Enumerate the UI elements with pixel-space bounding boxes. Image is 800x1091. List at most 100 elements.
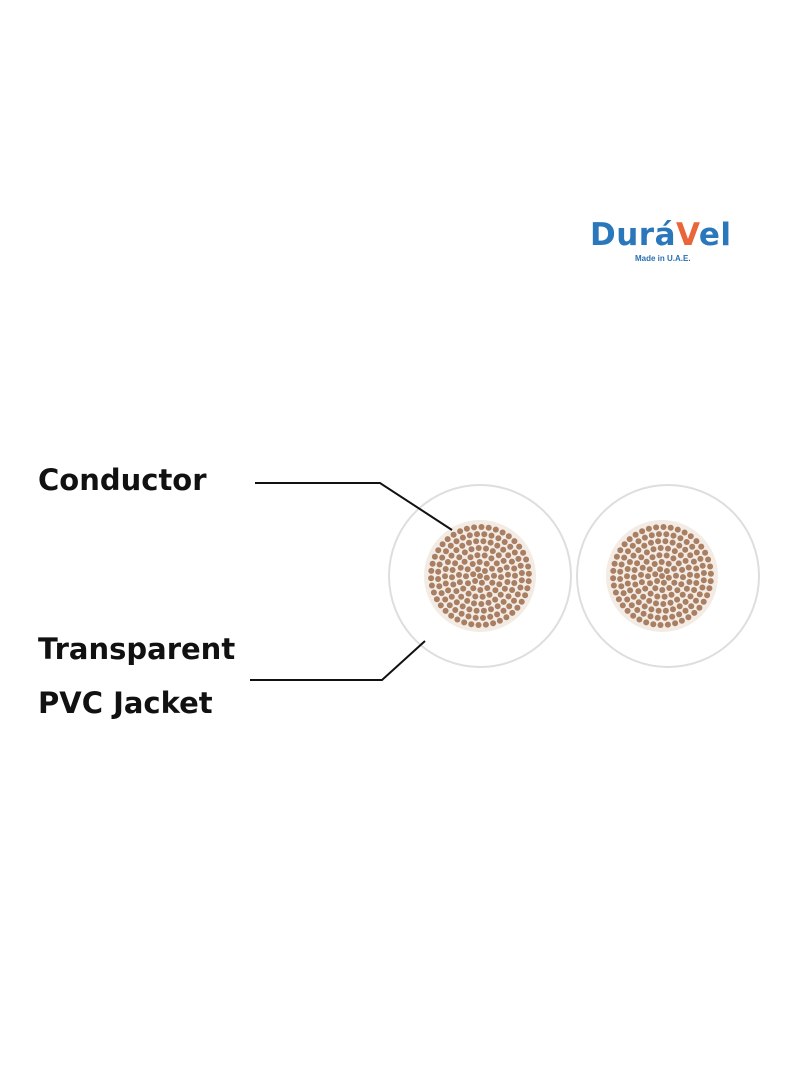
conductor-strand — [610, 575, 617, 582]
conductor-strand — [667, 524, 674, 531]
conductor-strand — [682, 598, 689, 605]
conductor-strand — [653, 524, 660, 531]
conductor-strand — [465, 590, 472, 597]
conductor-strand — [473, 607, 480, 614]
conductor-strand — [435, 576, 442, 582]
conductor-strand — [468, 621, 475, 628]
conductor-strand — [662, 614, 668, 621]
conductor-strand — [478, 601, 485, 607]
conductor-strand — [617, 547, 624, 554]
conductor-strand — [624, 566, 631, 572]
conductor-strand — [693, 597, 699, 604]
conductor-strand — [464, 597, 471, 604]
conductor-strand — [682, 607, 689, 614]
conductor-strand — [700, 598, 707, 605]
conductor-strand — [610, 567, 617, 574]
conductor-strand — [704, 592, 711, 599]
conductor-strand — [686, 579, 693, 585]
conductor-strand — [648, 532, 655, 539]
conductor-strand — [650, 546, 657, 553]
conductor-strand — [635, 538, 642, 545]
conductor-strand — [465, 580, 471, 587]
conductor-strand — [493, 560, 500, 567]
right-conductor-strands — [610, 524, 714, 628]
conductor-strand — [438, 590, 445, 597]
conductor-strand — [518, 598, 525, 605]
conductor-strand — [690, 558, 697, 565]
conductor-strand — [652, 585, 659, 592]
conductor-strand — [492, 596, 499, 603]
conductor-strand — [511, 597, 517, 604]
conductor-strand — [680, 574, 686, 581]
conductor-strand — [481, 568, 488, 574]
conductor-strand — [450, 531, 457, 538]
conductor-strand — [453, 599, 460, 606]
conductor-strand — [613, 553, 620, 560]
conductor-strand — [655, 538, 662, 545]
conductor-strand — [664, 621, 671, 628]
conductor-strand — [482, 621, 489, 628]
conductor-strand — [646, 597, 653, 604]
conductor-strand — [443, 548, 449, 555]
conductor-strand — [509, 587, 516, 593]
conductor-strand — [687, 533, 694, 540]
conductor-strand — [693, 565, 700, 572]
conductor-strand — [444, 559, 451, 565]
conductor-strand — [682, 546, 689, 553]
conductor-strand — [504, 579, 511, 585]
conductor-strand — [677, 552, 684, 559]
conductor-strand — [483, 574, 490, 581]
conductor-strand — [468, 546, 475, 553]
conductor-strand — [693, 549, 700, 556]
conductor-strand — [652, 571, 659, 578]
conductor-strand — [467, 554, 474, 561]
conductor-strand — [697, 555, 704, 562]
conductor-strand — [514, 604, 521, 611]
conductor-strand — [475, 566, 482, 573]
conductor-strand — [657, 566, 664, 573]
conductor-strand — [478, 579, 485, 586]
conductor-strand — [641, 542, 648, 549]
conductor-strand — [700, 577, 707, 584]
conductor-strand — [453, 588, 460, 595]
conductor-strand — [632, 531, 639, 538]
conductor-strand — [679, 566, 686, 573]
conductor-strand — [483, 545, 489, 552]
conductor-strand — [466, 606, 473, 613]
conductor-strand — [631, 574, 637, 581]
conductor-strand — [662, 607, 669, 614]
conductor-strand — [489, 579, 496, 586]
conductor-label: Conductor — [38, 463, 207, 497]
conductor-strand — [494, 542, 501, 549]
conductor-strand — [646, 566, 653, 573]
conductor-strand — [674, 526, 681, 533]
conductor-strand — [461, 549, 468, 556]
conductor-strand — [678, 581, 685, 588]
conductor-strand — [525, 570, 532, 577]
conductor-strand — [512, 572, 518, 579]
conductor-strand — [699, 584, 706, 591]
conductor-strand — [480, 607, 487, 614]
conductor-strand — [466, 532, 473, 539]
conductor-strand — [428, 575, 435, 582]
conductor-strand — [683, 539, 690, 545]
conductor-strand — [641, 534, 648, 541]
conductor-strand — [459, 542, 466, 549]
conductor-strand — [442, 566, 449, 572]
conductor-strand — [524, 585, 531, 592]
logo-tagline: Made in U.A.E. — [635, 254, 691, 263]
jacket-label-line2: PVC Jacket — [38, 686, 213, 720]
conductor-strand — [497, 591, 504, 598]
conductor-strand — [469, 561, 476, 567]
conductor-strand — [648, 539, 654, 546]
conductor-strand — [619, 602, 626, 609]
conductor-strand — [687, 571, 693, 578]
conductor-strand — [461, 558, 468, 565]
conductor-strand — [696, 591, 703, 598]
conductor-strand — [654, 578, 661, 584]
conductor-strand — [700, 570, 707, 576]
conductor-strand — [687, 552, 694, 559]
conductor-strand — [480, 538, 487, 545]
conductor-strand — [651, 561, 658, 567]
jacket-leader-line — [250, 640, 426, 681]
